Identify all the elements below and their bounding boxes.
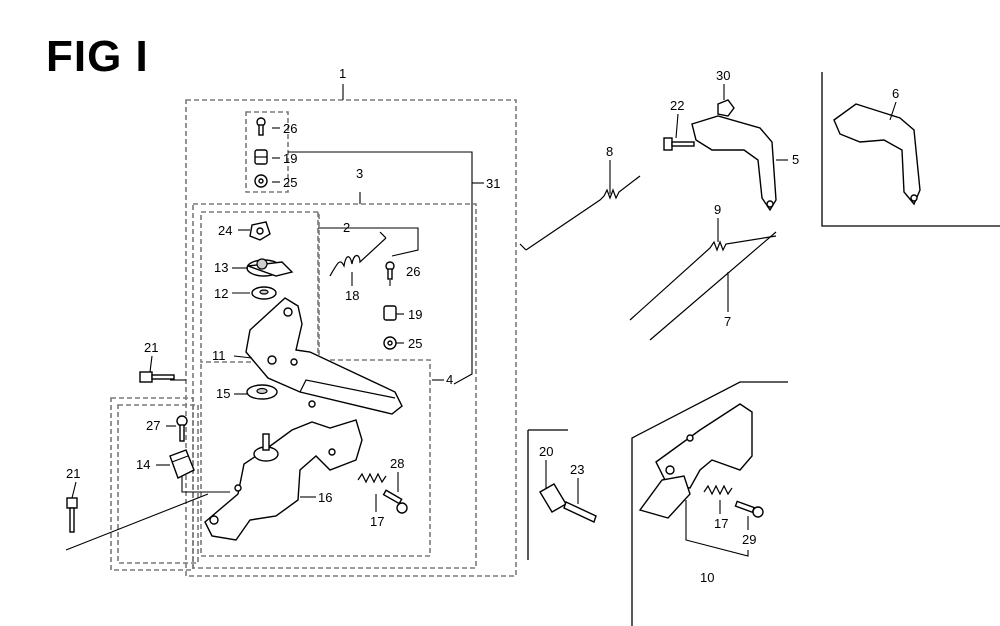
frame-part-6 bbox=[821, 72, 1000, 227]
callout-25-mid: 25 bbox=[408, 336, 422, 351]
callout-26-mid: 26 bbox=[406, 264, 420, 279]
callout-16: 16 bbox=[318, 490, 332, 505]
bolt-26-top bbox=[256, 117, 266, 136]
spring-17-right bbox=[703, 484, 733, 496]
cam-13 bbox=[246, 258, 294, 277]
callout-14: 14 bbox=[136, 457, 150, 472]
collar-20 bbox=[539, 483, 567, 513]
bolt-26-mid bbox=[385, 261, 395, 280]
frame-part-10 bbox=[631, 381, 788, 626]
callout-11: 11 bbox=[212, 348, 226, 363]
clip-14 bbox=[169, 449, 195, 479]
callout-21-upper: 21 bbox=[144, 340, 158, 355]
assembly-box-lower-left bbox=[110, 397, 194, 571]
bolt-22 bbox=[663, 137, 695, 151]
callout-13: 13 bbox=[214, 260, 228, 275]
screw-27 bbox=[176, 415, 188, 442]
bolt-29 bbox=[734, 500, 764, 518]
bolt-21-lower bbox=[66, 497, 78, 533]
callout-17-center: 17 bbox=[370, 514, 384, 529]
parts bbox=[66, 99, 921, 541]
lever-5 bbox=[691, 115, 777, 212]
rod-7 bbox=[649, 231, 777, 341]
figure-title: FIG I bbox=[46, 32, 149, 81]
callout-7: 7 bbox=[724, 314, 731, 329]
callout-18: 18 bbox=[345, 288, 359, 303]
callout-17-right: 17 bbox=[714, 516, 728, 531]
nut-30 bbox=[717, 99, 735, 117]
assembly-box-2 bbox=[200, 211, 320, 363]
callout-30: 30 bbox=[716, 68, 730, 83]
callout-20: 20 bbox=[539, 444, 553, 459]
callout-31: 31 bbox=[486, 176, 500, 191]
callout-28: 28 bbox=[390, 456, 404, 471]
callout-3: 3 bbox=[356, 166, 363, 181]
assembly-box-4 bbox=[200, 212, 431, 557]
nut-19-top bbox=[254, 149, 268, 165]
nut-19-mid bbox=[383, 305, 397, 321]
lever-6 bbox=[833, 103, 921, 206]
callout-10: 10 bbox=[700, 570, 714, 585]
callout-19-top: 19 bbox=[283, 151, 297, 166]
spring-rod-8 bbox=[519, 175, 641, 251]
leader-lines bbox=[65, 84, 897, 557]
callout-1: 1 bbox=[339, 66, 346, 81]
spring-9 bbox=[629, 235, 777, 321]
assembly-boxes bbox=[110, 99, 517, 577]
section-frames bbox=[527, 72, 1000, 626]
callout-27: 27 bbox=[146, 418, 160, 433]
callout-12: 12 bbox=[214, 286, 228, 301]
bolt-21-upper bbox=[139, 371, 175, 383]
assembly-10 bbox=[638, 403, 753, 519]
callout-21-lower: 21 bbox=[66, 466, 80, 481]
bolt-28 bbox=[382, 489, 408, 514]
bracket-16 bbox=[204, 400, 363, 541]
assembly-box-3 bbox=[192, 203, 477, 569]
callout-5: 5 bbox=[792, 152, 799, 167]
callout-15: 15 bbox=[216, 386, 230, 401]
callout-8: 8 bbox=[606, 144, 613, 159]
callout-6: 6 bbox=[892, 86, 899, 101]
callout-25-top: 25 bbox=[283, 175, 297, 190]
callouts: 1 2 3 4 5 6 7 8 9 10 11 12 13 14 15 16 1… bbox=[66, 66, 899, 585]
assembly-box-lower-left-inner bbox=[117, 404, 199, 564]
washer-25-top bbox=[254, 174, 268, 188]
washer-12 bbox=[251, 286, 277, 300]
nut-24 bbox=[249, 221, 271, 241]
callout-19-mid: 19 bbox=[408, 307, 422, 322]
callout-26-top: 26 bbox=[283, 121, 297, 136]
washer-25-mid bbox=[383, 336, 397, 350]
callout-22: 22 bbox=[670, 98, 684, 113]
washer-15 bbox=[246, 384, 278, 400]
callout-23: 23 bbox=[570, 462, 584, 477]
screw-23 bbox=[563, 501, 597, 523]
spring-18 bbox=[329, 231, 387, 277]
callout-9: 9 bbox=[714, 202, 721, 217]
callout-29: 29 bbox=[742, 532, 756, 547]
callout-2: 2 bbox=[343, 220, 350, 235]
callout-4: 4 bbox=[446, 372, 453, 387]
assembly-box-1 bbox=[185, 99, 517, 577]
spring-17-center bbox=[357, 472, 387, 484]
callout-24: 24 bbox=[218, 223, 232, 238]
lever-plate-11 bbox=[245, 297, 403, 415]
